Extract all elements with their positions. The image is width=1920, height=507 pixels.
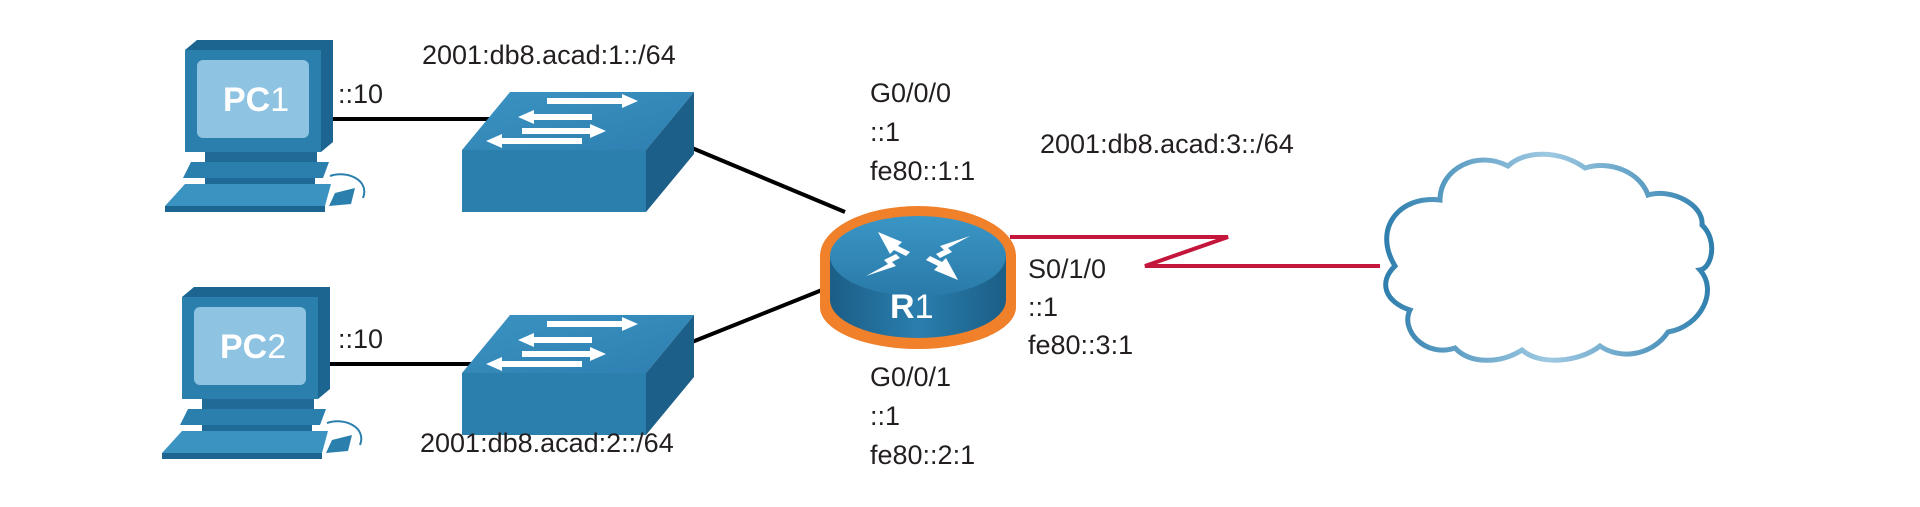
switch-icon [462, 315, 694, 435]
g001-name-label: G0/0/1 [870, 362, 951, 392]
r1-name-num: 1 [915, 288, 934, 326]
switch2[interactable] [462, 315, 694, 435]
network-lan1-label: 2001:db8.acad:1::/64 [422, 40, 676, 70]
svg-text:R1: R1 [890, 288, 933, 326]
s010-ipv6-label: ::1 [1028, 292, 1058, 322]
g001-ipv6-label: ::1 [870, 401, 900, 431]
cable-switch2-r1 [691, 288, 823, 344]
cable-switch1-r1 [691, 146, 846, 214]
cables [328, 117, 1380, 366]
serial-link-r1-cloud [1010, 235, 1380, 268]
pc2[interactable]: PC2 [162, 287, 363, 459]
cloud-icon [1383, 151, 1715, 363]
router-icon [820, 206, 1016, 349]
g001-link-local-label: fe80::2:1 [870, 440, 975, 470]
pc-icon [162, 287, 363, 459]
pc2-name-num: 2 [267, 328, 286, 366]
pc2-name-bold: PC [220, 328, 267, 366]
s010-name-label: S0/1/0 [1028, 254, 1106, 284]
g000-link-local-label: fe80::1:1 [870, 156, 975, 186]
switch-icon [462, 92, 694, 212]
g000-name-label: G0/0/0 [870, 78, 951, 108]
svg-text:PC1: PC1 [223, 81, 289, 119]
r1-name-bold: R [890, 288, 915, 326]
pc1-name-num: 1 [270, 81, 289, 119]
switch1[interactable] [462, 92, 694, 212]
pc-icon [165, 40, 366, 212]
network-lan2-label: 2001:db8.acad:2::/64 [420, 428, 674, 458]
cloud [1383, 151, 1715, 363]
g000-ipv6-label: ::1 [870, 117, 900, 147]
pc2-ip-label: ::10 [338, 324, 383, 354]
s010-link-local-label: fe80::3:1 [1028, 330, 1133, 360]
router-r1[interactable]: R1 [820, 206, 1016, 349]
network-wan-label: 2001:db8.acad:3::/64 [1040, 129, 1294, 159]
svg-text:PC2: PC2 [220, 328, 286, 366]
pc1[interactable]: PC1 [165, 40, 366, 212]
pc1-name-bold: PC [223, 81, 270, 119]
pc1-ip-label: ::10 [338, 79, 383, 109]
labels: 2001:db8.acad:1::/64 ::10 ::10 2001:db8.… [338, 40, 1294, 470]
